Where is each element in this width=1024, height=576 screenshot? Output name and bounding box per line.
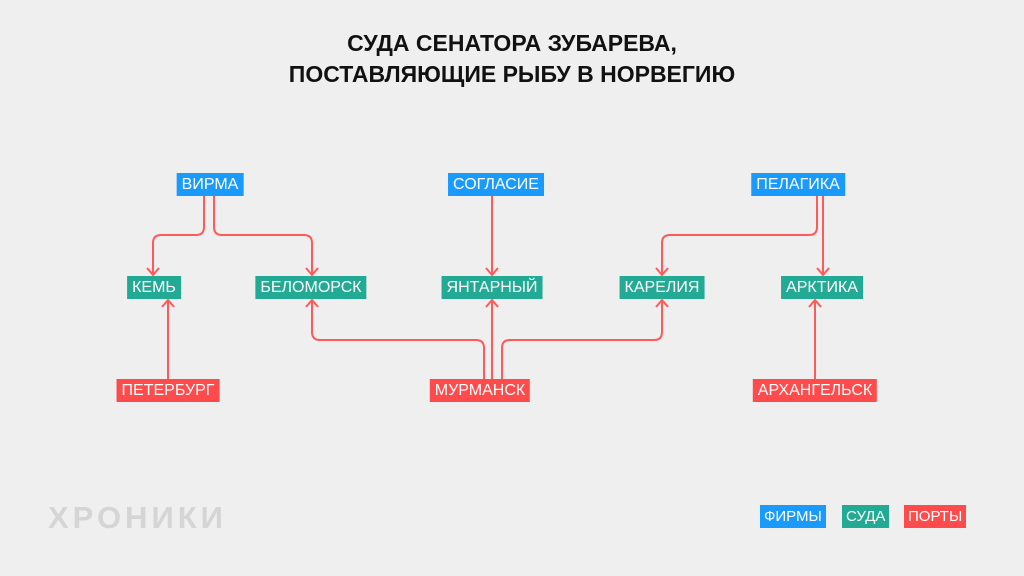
title-line-1: СУДА СЕНАТОРА ЗУБАРЕВА, <box>347 30 677 56</box>
arrowhead <box>655 267 669 277</box>
arrowhead <box>808 298 822 308</box>
arrowhead <box>161 298 175 308</box>
edge-virma-belomorsk <box>213 196 313 274</box>
legend-firms: ФИРМЫ <box>760 505 826 528</box>
firm-pelagika: ПЕЛАГИКА <box>751 173 845 196</box>
port-arkhangelsk: АРХАНГЕЛЬСК <box>752 379 878 402</box>
diagram-title: СУДА СЕНАТОРА ЗУБАРЕВА, ПОСТАВЛЯЮЩИЕ РЫБ… <box>0 28 1024 90</box>
ship-arktika: АРКТИКА <box>781 276 863 299</box>
arrowhead <box>485 267 499 277</box>
ship-kem: КЕМЬ <box>127 276 181 299</box>
ship-yantarny: ЯНТАРНЫЙ <box>441 276 543 299</box>
edge-murmansk-karelia <box>501 301 663 379</box>
arrowhead <box>146 267 160 277</box>
arrowhead <box>305 298 319 308</box>
ship-karelia: КАРЕЛИЯ <box>619 276 705 299</box>
ship-belomorsk: БЕЛОМОРСК <box>255 276 367 299</box>
firm-virma: ВИРМА <box>176 173 244 196</box>
port-murmansk: МУРМАНСК <box>429 379 531 402</box>
arrowhead <box>485 298 499 308</box>
edge-pelagika-karelia <box>661 196 818 274</box>
legend-ships: СУДА <box>842 505 890 528</box>
title-line-2: ПОСТАВЛЯЮЩИЕ РЫБУ В НОРВЕГИЮ <box>288 61 736 87</box>
firm-soglasie: СОГЛАСИЕ <box>448 173 544 196</box>
port-peterburg: ПЕТЕРБУРГ <box>116 379 220 402</box>
arrowhead <box>305 267 319 277</box>
logo-khroniki: ХРОНИКИ <box>48 500 227 535</box>
edge-murmansk-belomorsk <box>311 301 485 379</box>
legend-ports: ПОРТЫ <box>904 505 967 528</box>
arrowhead <box>816 267 830 277</box>
edge-virma-kem <box>152 196 205 274</box>
arrowhead <box>655 298 669 308</box>
